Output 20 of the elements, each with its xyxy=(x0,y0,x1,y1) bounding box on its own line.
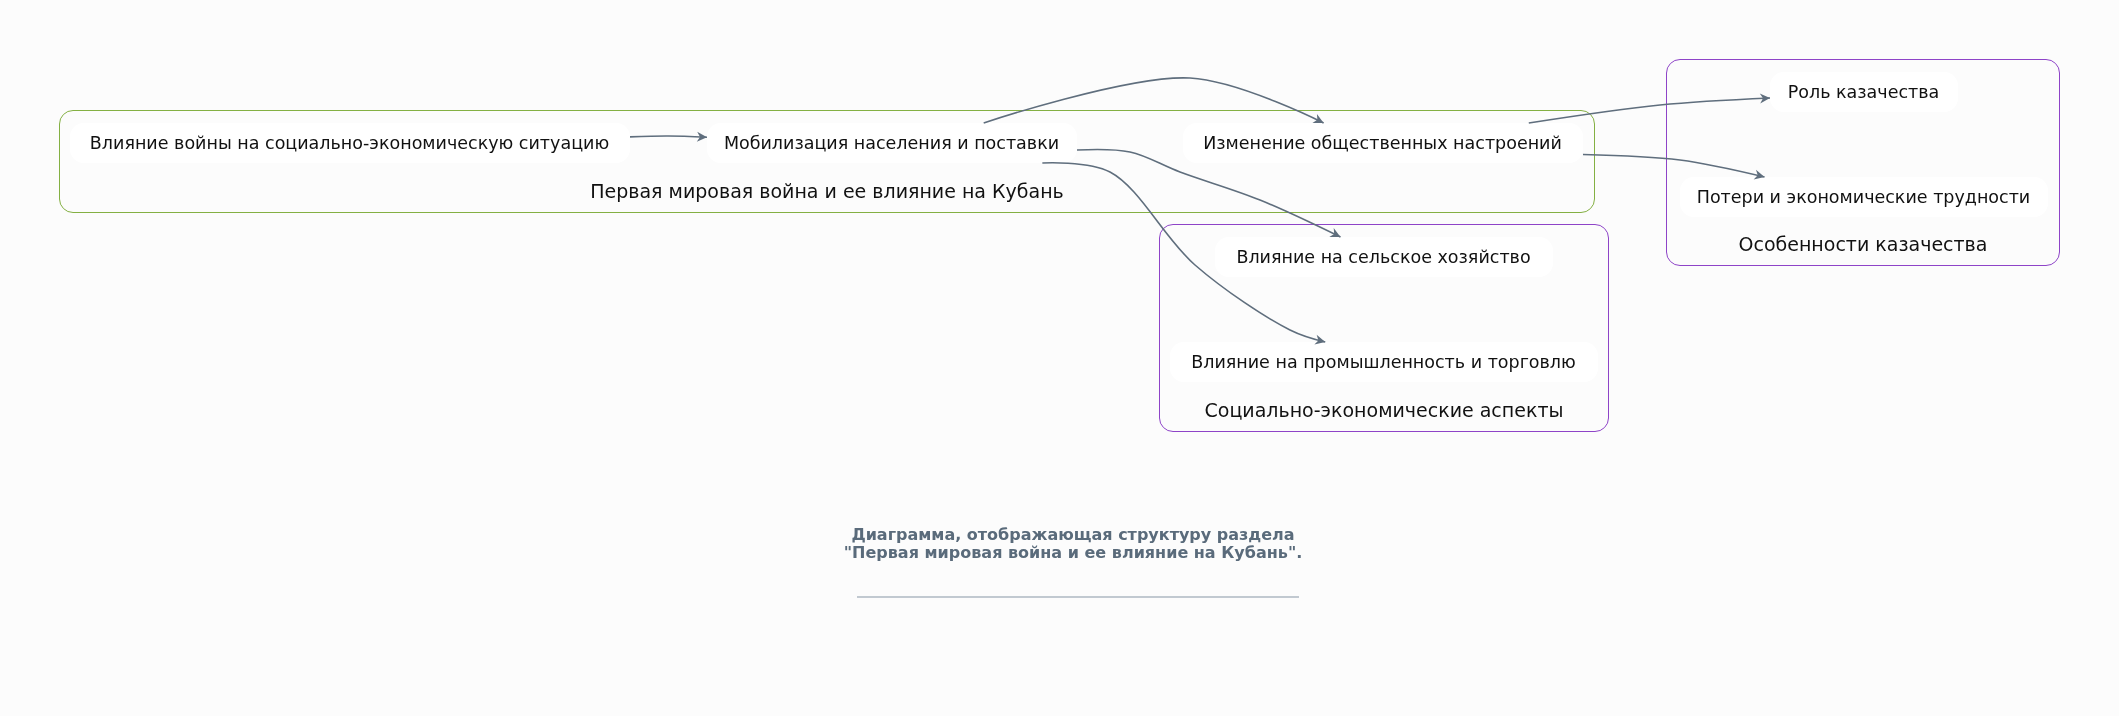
arrow xyxy=(982,77,1325,124)
group-container xyxy=(59,110,1595,213)
node-label: Роль казачества xyxy=(1787,81,1940,102)
group-title: Первая мировая война и ее влияние на Кубань xyxy=(589,180,1065,202)
arrow xyxy=(1041,162,1327,345)
group-container xyxy=(1159,224,1609,432)
group-container xyxy=(1666,59,2060,266)
node-label: Потери и экономические трудности xyxy=(1696,186,2031,207)
arrow xyxy=(1076,148,1342,238)
group-title: Социально-экономические аспекты xyxy=(1203,399,1565,421)
node-label: Изменение общественных настроений xyxy=(1203,132,1562,153)
node-label: Влияние на промышленность и торговлю xyxy=(1191,351,1576,372)
arrow xyxy=(629,131,708,142)
group-title: Особенности казачества xyxy=(1737,233,1989,255)
node-label: Влияние войны на социально-экономическую ситуацию xyxy=(89,132,610,153)
arrow xyxy=(1582,153,1766,180)
caption: Диаграмма, отображающая структуру раздела "Первая мировая война и ее влияние на Кубань". xyxy=(842,526,1304,562)
arrow xyxy=(1528,93,1771,124)
node-label: Влияние на сельское хозяйство xyxy=(1236,246,1531,267)
node-label: Мобилизация населения и поставки xyxy=(723,132,1060,153)
